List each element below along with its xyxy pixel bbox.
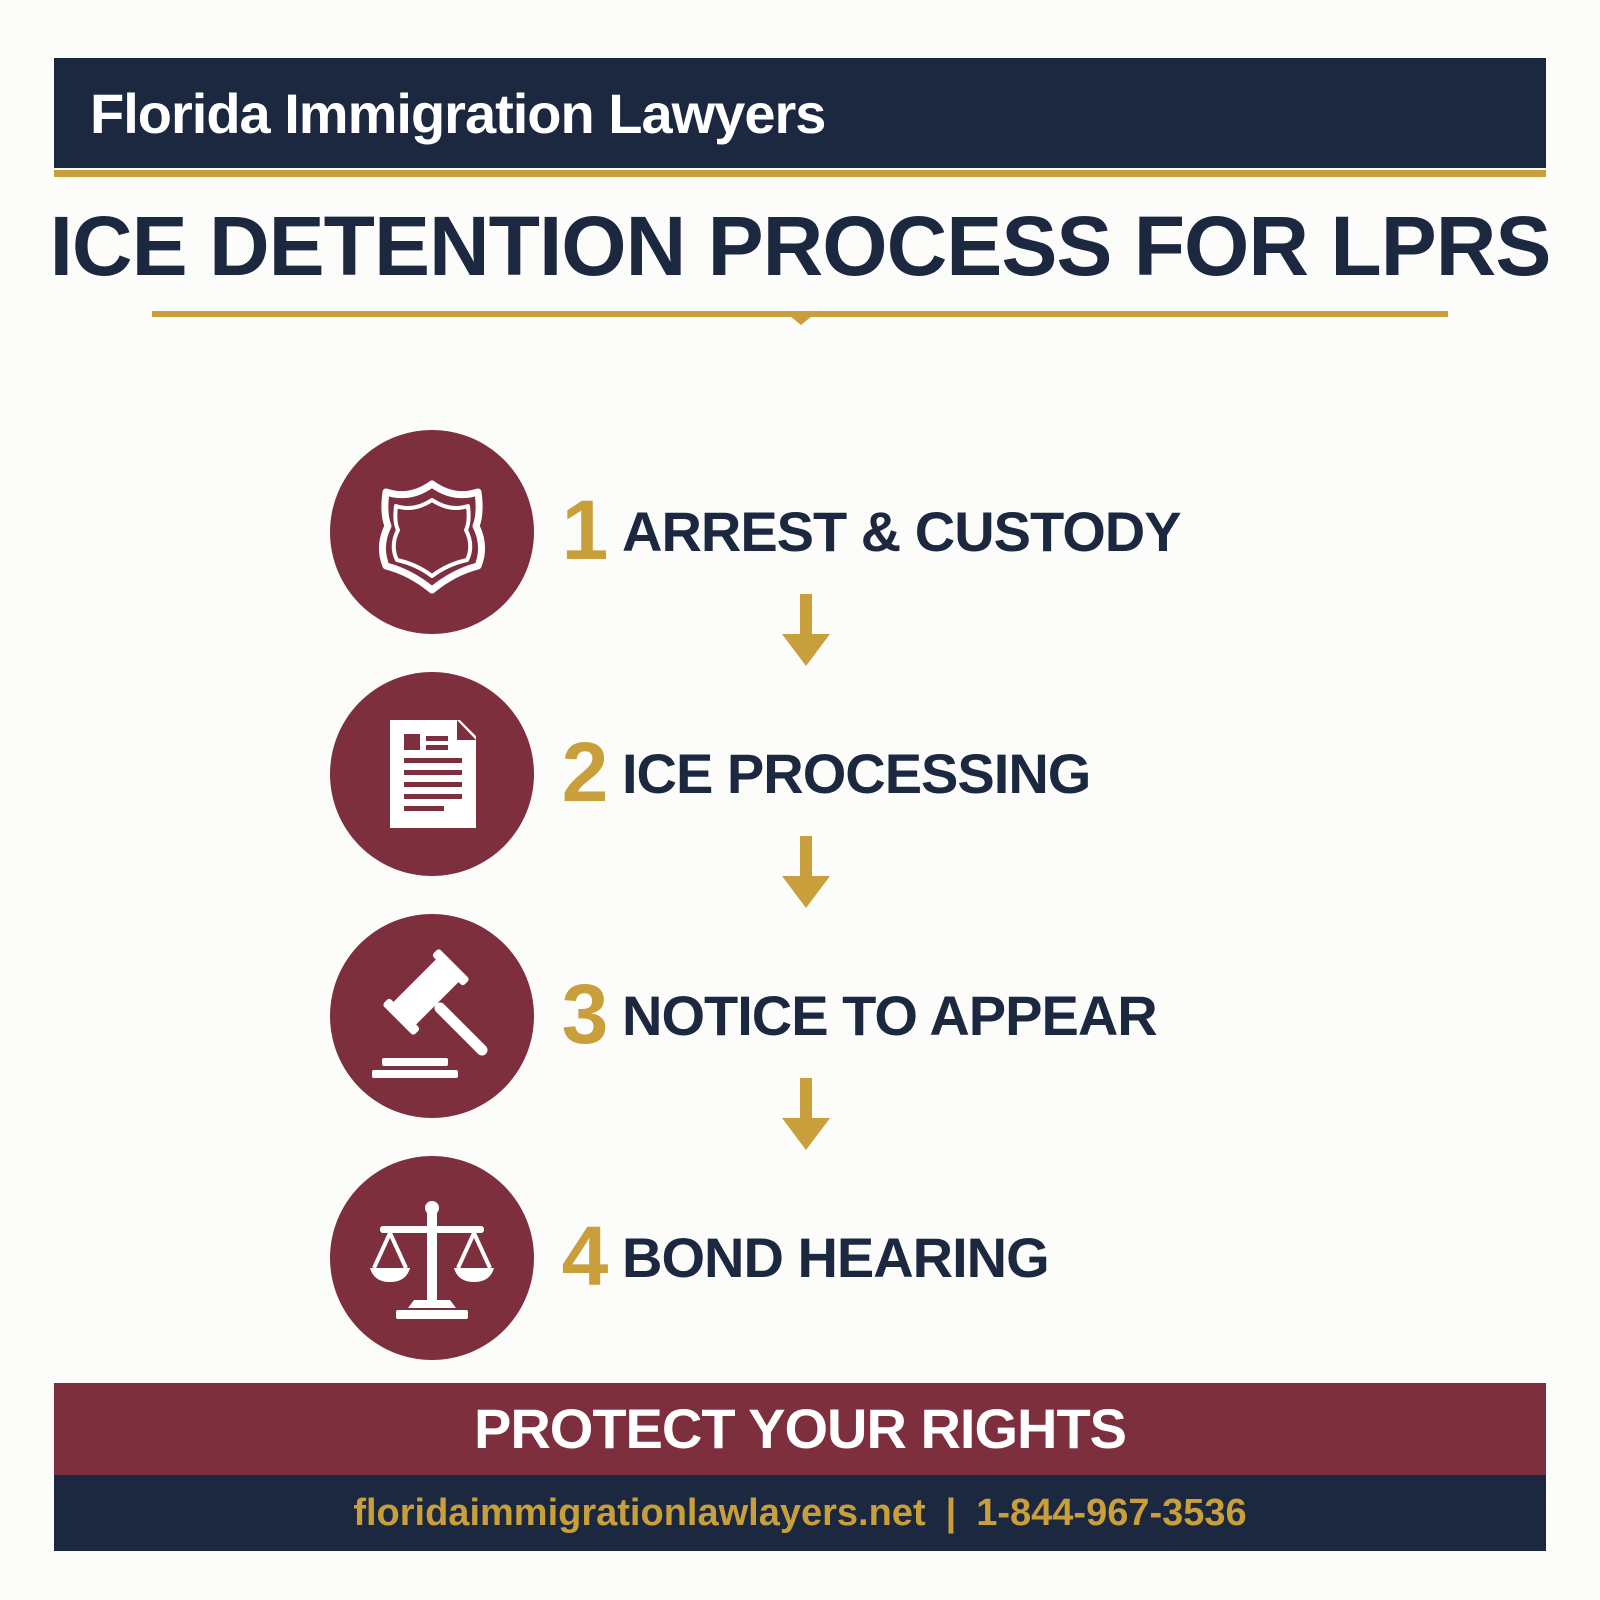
process-step-4: 4 BOND HEARING <box>330 1156 1230 1360</box>
brand-name: Florida Immigration Lawyers <box>90 82 826 145</box>
step-number: 2 <box>561 725 609 819</box>
title-divider <box>152 311 1448 317</box>
footer-contact: floridaimmigrationlawlayers.net | 1-844-96… <box>54 1475 1546 1551</box>
process-step-2: 2 ICE PROCESSING <box>330 672 1230 876</box>
step-icon-circle <box>330 430 534 634</box>
footer-tagline: PROTECT YOUR RIGHTS <box>473 1397 1127 1460</box>
down-arrow-icon <box>782 1078 830 1150</box>
page-title: ICE DETENTION PROCESS FOR LPRS <box>49 199 1552 293</box>
footer-contact-bar <box>54 1475 1546 1551</box>
step-number: 4 <box>561 1209 609 1303</box>
step-label: ICE PROCESSING <box>622 742 1091 805</box>
step-label: NOTICE TO APPEAR <box>622 984 1158 1047</box>
step-number: 1 <box>561 483 609 577</box>
document-icon <box>390 720 476 828</box>
down-arrow-icon <box>782 836 830 908</box>
header-divider <box>54 170 1546 177</box>
website-link[interactable]: floridaimmigrationlawlayers.net <box>353 1492 926 1534</box>
phone-number[interactable]: 1-844-967-3536 <box>976 1492 1247 1534</box>
step-icon-circle <box>330 1156 534 1360</box>
scales-of-justice-icon <box>370 1201 494 1319</box>
process-step-3: 3 NOTICE TO APPEAR <box>330 914 1230 1118</box>
contact-separator: | <box>945 1492 957 1534</box>
title-divider-notch <box>790 316 812 325</box>
step-icon-circle <box>330 914 534 1118</box>
step-label: BOND HEARING <box>622 1226 1050 1289</box>
step-number: 3 <box>561 967 609 1061</box>
process-step-1: 1 ARREST & CUSTODY <box>330 430 1230 634</box>
step-icon-circle <box>330 672 534 876</box>
header-bar <box>54 58 1546 168</box>
police-badge-icon <box>379 480 485 594</box>
down-arrow-icon <box>782 594 830 666</box>
gavel-icon <box>372 949 488 1078</box>
footer-tagline-bar <box>54 1383 1546 1475</box>
step-label: ARREST & CUSTODY <box>622 500 1182 563</box>
